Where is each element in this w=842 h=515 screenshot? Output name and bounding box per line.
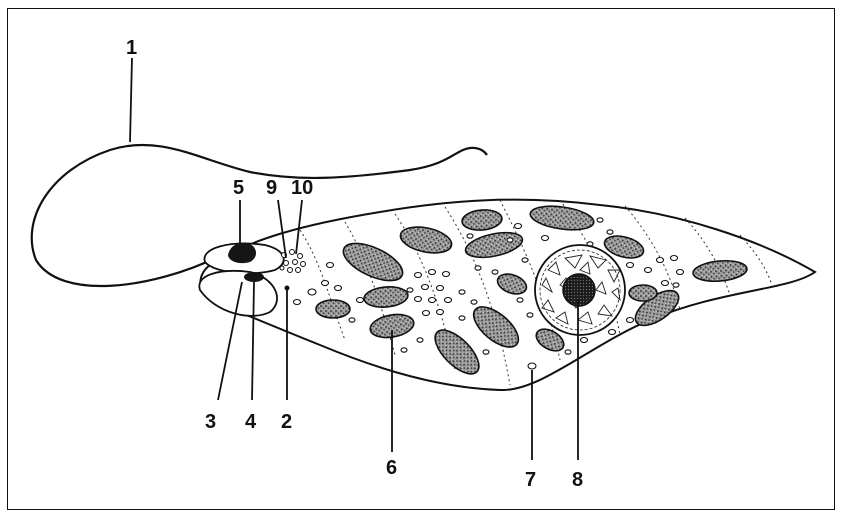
structure-2 — [285, 286, 290, 291]
cell-body — [200, 200, 815, 390]
label-8: 8 — [572, 470, 583, 490]
kinetoplast-lobe — [199, 271, 277, 316]
label-3: 3 — [205, 412, 216, 432]
label-2: 2 — [281, 412, 292, 432]
structure-4 — [244, 272, 264, 282]
label-10: 10 — [291, 178, 313, 198]
nucleus — [535, 245, 625, 335]
label-5: 5 — [233, 178, 244, 198]
label-1: 1 — [126, 38, 137, 58]
label-6: 6 — [386, 458, 397, 478]
label-4: 4 — [245, 412, 256, 432]
label-7: 7 — [525, 470, 536, 490]
label-9: 9 — [266, 178, 277, 198]
